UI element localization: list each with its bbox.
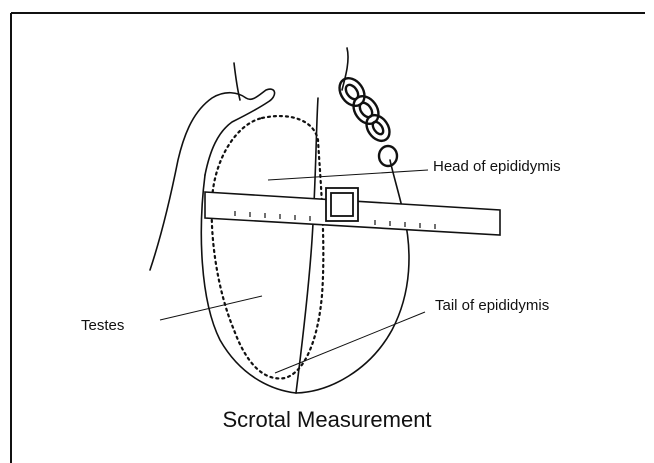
diagram-caption: Scrotal Measurement	[0, 407, 654, 433]
tail-leader-line	[275, 312, 425, 373]
frame-border	[11, 13, 645, 463]
testis-dotted-outline	[212, 116, 324, 378]
label-head-of-epididymis: Head of epididymis	[433, 158, 561, 175]
head-leader-line	[268, 170, 428, 180]
label-tail-of-epididymis: Tail of epididymis	[435, 297, 549, 314]
epididymis-coils	[334, 73, 397, 166]
caliper-slider	[326, 188, 358, 221]
label-testes: Testes	[81, 317, 124, 334]
